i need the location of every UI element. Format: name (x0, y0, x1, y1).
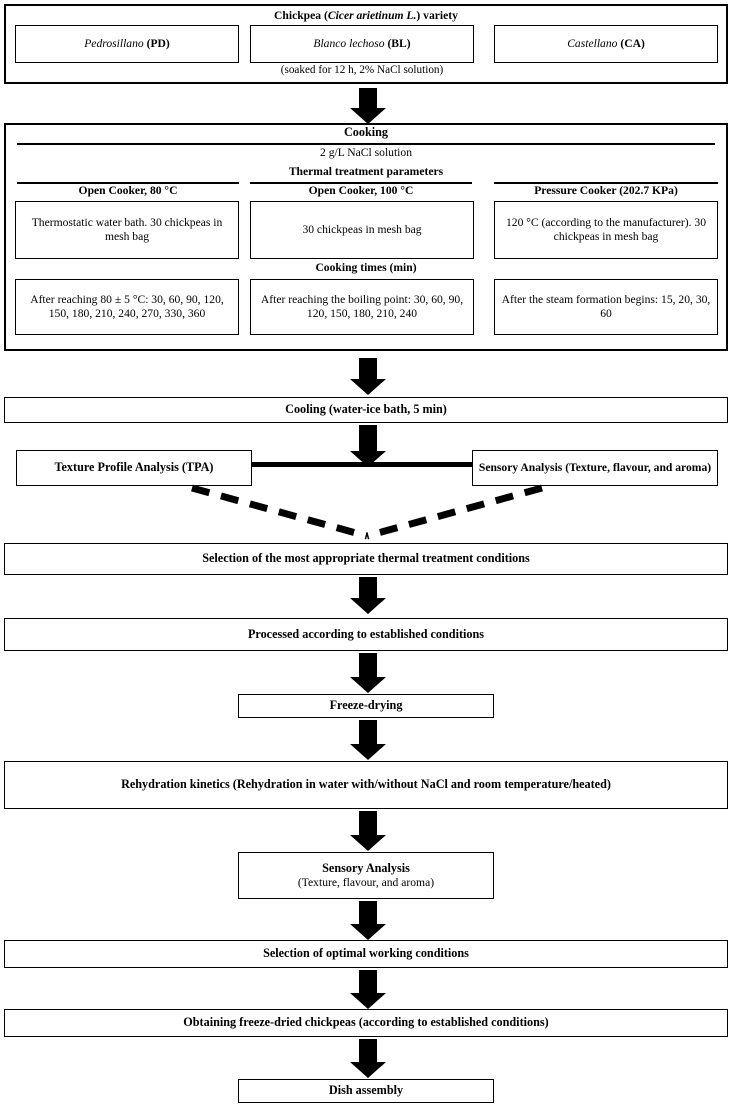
step-selection-optimal-label: Selection of optimal working conditions (263, 946, 469, 961)
arrow-obtaining-to-dish (350, 1039, 386, 1079)
step-obtaining-label: Obtaining freeze-dried chickpeas (accord… (183, 1015, 549, 1030)
step-dish-assembly-label: Dish assembly (328, 1083, 404, 1098)
arrow-sensory-to-optimal (350, 901, 386, 941)
step-tpa-label: Texture Profile Analysis (TPA) (54, 460, 214, 475)
step-rehydration-label: Rehydration kinetics (Rehydration in wat… (121, 777, 611, 792)
variety-box-castellano[interactable]: Castellano (CA) (494, 25, 718, 63)
cooking-col3-rule (494, 182, 718, 184)
step-selection-thermal-label: Selection of the most appropriate therma… (202, 551, 530, 566)
variety-panel-header: Chickpea (Cicer arietinum L.) variety (6, 9, 726, 23)
cooking-divider-top (17, 143, 715, 145)
step-sensory-top-label: Sensory Analysis (Texture, flavour, and … (478, 460, 712, 474)
variety-header-species: Cicer arietinum L. (327, 9, 417, 22)
step-obtaining[interactable]: Obtaining freeze-dried chickpeas (accord… (4, 1009, 728, 1037)
cooking-times-2: After reaching the boiling point: 30, 60… (260, 292, 464, 320)
step-selection-optimal[interactable]: Selection of optimal working conditions (4, 940, 728, 968)
cooking-panel-title: Cooking (343, 125, 389, 139)
step-processed[interactable]: Processed according to established condi… (4, 618, 728, 651)
variety-name-pd: Pedrosillano (84, 36, 144, 50)
variety-box-pedrosillano[interactable]: Pedrosillano (PD) (15, 25, 239, 63)
cooking-method-3: 120 °C (according to the manufacturer). … (505, 215, 707, 243)
cooking-times-header: Cooking times (min) (315, 261, 417, 274)
cooking-method-2: 30 chickpeas in mesh bag (302, 222, 422, 236)
variety-header-suffix: ) variety (416, 9, 458, 22)
cooking-times-box-3[interactable]: After the steam formation begins: 15, 20… (494, 279, 718, 335)
step-cooling-label: Cooling (water-ice bath, 5 min) (285, 402, 447, 417)
step-sensory-bottom-title: Sensory Analysis (322, 860, 410, 875)
step-cooling[interactable]: Cooling (water-ice bath, 5 min) (4, 397, 728, 423)
arrow-processed-to-freezedrying (350, 653, 386, 695)
variety-header-prefix: Chickpea ( (274, 9, 328, 22)
step-selection-thermal[interactable]: Selection of the most appropriate therma… (4, 543, 728, 575)
step-sensory-bottom-sub: (Texture, flavour, and aroma) (297, 875, 435, 889)
cooking-times-3: After the steam formation begins: 15, 20… (501, 292, 711, 320)
cooking-col2-header: Open Cooker, 100 °C (308, 184, 414, 197)
cooking-col3-header: Pressure Cooker (202.7 KPa) (534, 184, 678, 197)
cooking-method-box-2[interactable]: 30 chickpeas in mesh bag (250, 201, 474, 259)
step-rehydration[interactable]: Rehydration kinetics (Rehydration in wat… (4, 761, 728, 809)
step-sensory-bottom[interactable]: Sensory Analysis (Texture, flavour, and … (238, 852, 494, 899)
cooking-parameters-header: Thermal treatment parameters (288, 165, 444, 178)
variety-name-bl: Blanco lechoso (313, 36, 385, 50)
variety-code-bl: (BL) (387, 36, 411, 50)
arrow-cooking-to-cooling (350, 358, 386, 396)
arrow-selection-to-processed (350, 577, 386, 615)
arrow-freezedrying-to-rehydration (350, 720, 386, 762)
arrow-optimal-to-obtaining (350, 970, 386, 1010)
step-dish-assembly[interactable]: Dish assembly (238, 1079, 494, 1103)
variety-panel-footnote: (soaked for 12 h, 2% NaCl solution) (280, 64, 444, 76)
variety-name-ca: Castellano (567, 36, 618, 50)
cooking-solution: 2 g/L NaCl solution (320, 146, 412, 159)
cooking-method-1: Thermostatic water bath. 30 chickpeas in… (31, 215, 223, 243)
step-tpa[interactable]: Texture Profile Analysis (TPA) (16, 450, 252, 486)
cooking-times-box-2[interactable]: After reaching the boiling point: 30, 60… (250, 279, 474, 335)
cooking-col1-header: Open Cooker, 80 °C (78, 184, 178, 197)
step-freeze-drying[interactable]: Freeze-drying (238, 694, 494, 718)
step-sensory-top[interactable]: Sensory Analysis (Texture, flavour, and … (472, 450, 718, 486)
analysis-connector-line (252, 462, 472, 467)
variety-code-ca: (CA) (620, 36, 645, 50)
cooking-method-box-3[interactable]: 120 °C (according to the manufacturer). … (494, 201, 718, 259)
cooking-method-box-1[interactable]: Thermostatic water bath. 30 chickpeas in… (15, 201, 239, 259)
variety-code-pd: (PD) (146, 36, 170, 50)
arrow-rehydration-to-sensory (350, 811, 386, 853)
cooking-col1-rule (17, 182, 239, 184)
step-processed-label: Processed according to established condi… (247, 626, 485, 641)
arrow-variety-to-cooking (350, 88, 386, 124)
cooking-times-1: After reaching 80 ± 5 °C: 30, 60, 90, 12… (30, 292, 224, 320)
step-freeze-drying-label: Freeze-drying (329, 698, 403, 713)
cooking-col2-rule (250, 182, 472, 184)
variety-box-blanco-lechoso[interactable]: Blanco lechoso (BL) (250, 25, 474, 63)
dashed-converging-lines-icon (191, 484, 543, 540)
cooking-times-box-1[interactable]: After reaching 80 ± 5 °C: 30, 60, 90, 12… (15, 279, 239, 335)
